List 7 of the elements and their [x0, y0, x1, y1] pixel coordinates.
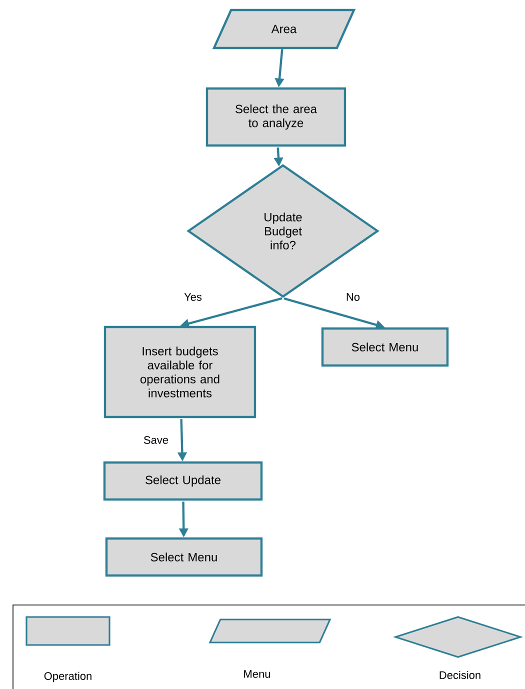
process-box: Insert budgets available for operations and investments [104, 326, 256, 418]
edge-label: Save [142, 435, 170, 445]
process-box: Select Menu [321, 327, 449, 367]
process-box: Select Update [103, 461, 263, 501]
legend-item: Operation [26, 616, 110, 682]
process-box: Select the area to analyze [206, 87, 346, 147]
process-box: Select Menu [105, 537, 263, 577]
